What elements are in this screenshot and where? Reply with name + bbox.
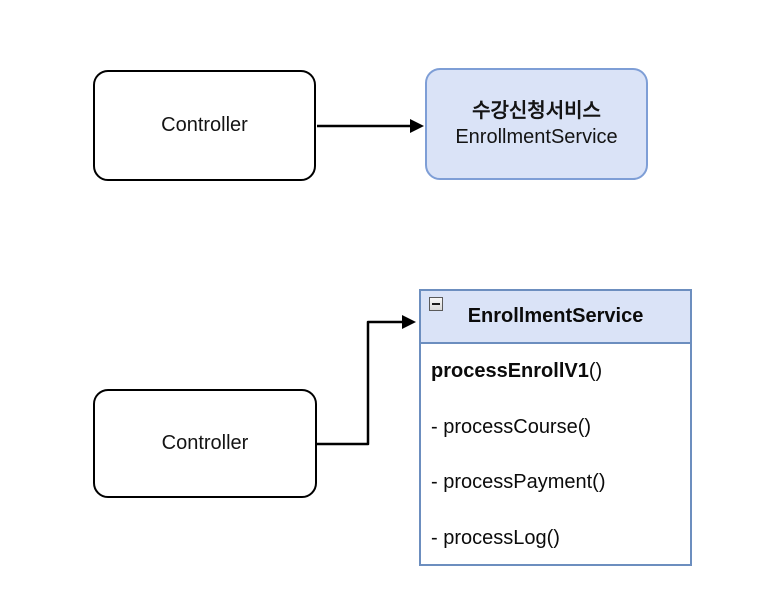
method-row: - processPayment() [421,455,690,511]
method-label: - processPayment() [431,471,606,494]
minus-bar [432,303,440,305]
method-label: - processCourse() [431,415,592,438]
method-row: - processLog() [421,511,690,567]
connector-arrow-bottom [317,315,416,446]
service-name-korean: 수강신청서비스 [472,100,601,122]
main-method-name: processEnrollV1 [431,360,589,383]
controller-box-top: Controller [93,70,316,181]
method-row-main: processEnrollV1() [421,344,690,400]
controller-label-bottom: Controller [161,432,249,454]
controller-label-top: Controller [161,114,248,136]
connector-arrow-top [317,119,424,133]
method-label: - processLog() [431,526,560,549]
arrowhead-icon [410,119,424,133]
class-title: EnrollmentService [467,305,644,327]
arrowhead-icon [402,315,416,329]
class-body: processEnrollV1() - processCourse() - pr… [421,344,690,566]
collapse-minus-icon[interactable] [429,297,443,311]
main-method-parens: () [588,360,603,383]
controller-box-bottom: Controller [93,389,317,498]
service-name-english: EnrollmentService [455,126,618,148]
class-header: EnrollmentService [421,291,690,344]
enrollment-service-class-box: EnrollmentService processEnrollV1() - pr… [419,289,692,566]
enrollment-service-box: 수강신청서비스 EnrollmentService [425,68,648,180]
method-row: - processCourse() [421,400,690,456]
